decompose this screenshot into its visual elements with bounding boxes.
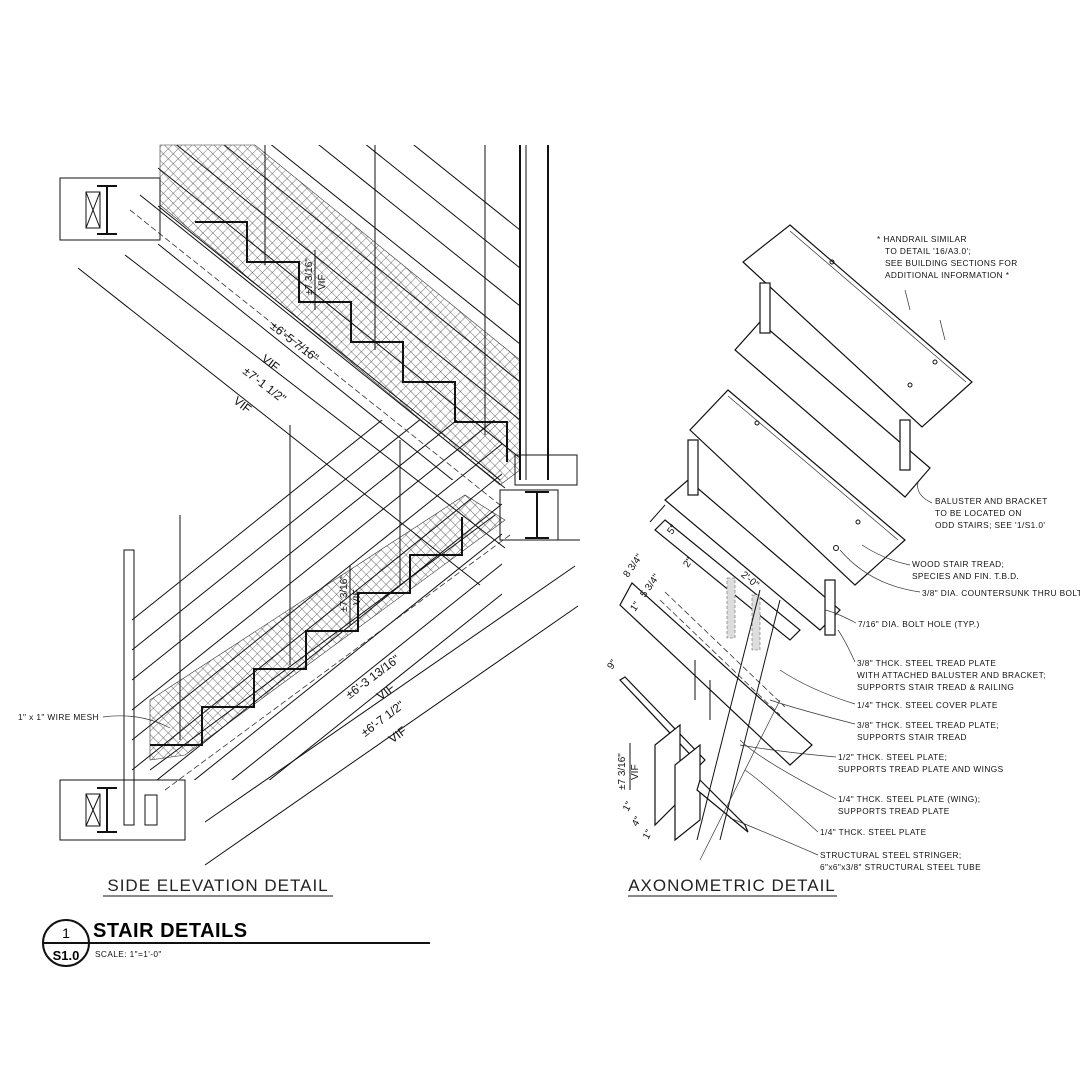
upper-dimension-2-vif: VIF xyxy=(231,394,254,416)
note-baluster: BALUSTER AND BRACKET TO BE LOCATED ON OD… xyxy=(935,496,1048,530)
handrail-cable xyxy=(132,443,502,741)
note-line: TO BE LOCATED ON xyxy=(935,508,1022,518)
handrail-cable xyxy=(413,145,520,231)
dim-1-bottom: 1" xyxy=(641,828,655,842)
note-line: 3/8" THCK. STEEL TREAD PLATE; xyxy=(857,720,999,730)
note-bolt: 3/8" DIA. COUNTERSUNK THRU BOLT (TYP.) xyxy=(922,588,1080,598)
note-line: 1/2" THCK. STEEL PLATE; xyxy=(838,752,947,762)
note-line: ODD STAIRS; SEE '1/S1.0' xyxy=(935,520,1045,530)
baluster-plate xyxy=(734,282,931,498)
handrail-cable xyxy=(223,145,520,383)
note-line: SUPPORTS STAIR TREAD & RAILING xyxy=(857,682,1014,692)
handrail-cable xyxy=(318,145,520,307)
note-line: SUPPORTS TREAD PLATE AND WINGS xyxy=(838,764,1004,774)
handrail-cable xyxy=(270,145,520,345)
detail-title-block: 1 S1.0 STAIR DETAILS SCALE: 1"=1'-0" xyxy=(42,919,430,967)
upper-riser-dimension: ±7 3/16" xyxy=(304,258,315,295)
steel-tread-plate xyxy=(619,519,813,766)
handrail-cable xyxy=(132,420,458,681)
steel-plate-wings xyxy=(619,660,749,842)
i-beam-section-lower-left xyxy=(59,779,186,841)
note-line: * HANDRAIL SIMILAR xyxy=(877,234,967,244)
note-line: WOOD STAIR TREAD; xyxy=(912,559,1004,569)
axonometric-title: AXONOMETRIC DETAIL xyxy=(628,876,836,895)
note-wing-plate: 1/4" THCK. STEEL PLATE (WING); SUPPORTS … xyxy=(838,794,981,816)
upper-balusters xyxy=(264,145,486,435)
note-line: SUPPORTS STAIR TREAD xyxy=(857,732,967,742)
handrail-cable xyxy=(156,503,502,780)
note-cover-plate: 1/4" THCK. STEEL COVER PLATE xyxy=(857,700,998,710)
lower-wire-mesh xyxy=(149,494,506,761)
lower-stair-treads xyxy=(150,517,463,746)
lower-balusters xyxy=(123,425,401,826)
note-line: SPECIES AND FIN. T.B.D. xyxy=(912,571,1019,581)
note-half-plate: 1/2" THCK. STEEL PLATE; SUPPORTS TREAD P… xyxy=(838,752,1004,774)
detail-title: STAIR DETAILS xyxy=(93,920,248,942)
handrail-cable xyxy=(132,420,496,711)
i-beam-section-upper-left xyxy=(59,177,161,241)
lower-riser-dimension: ±7 3/16" xyxy=(339,575,350,612)
upper-riser-vif: VIF xyxy=(317,274,328,290)
note-quarter-plate: 1/4" THCK. STEEL PLATE xyxy=(820,827,927,837)
upper-stair-treads xyxy=(195,221,508,462)
wire-mesh-label: 1" x 1" WIRE MESH xyxy=(18,712,99,722)
note-line: 6"x6"x3/8" STRUCTURAL STEEL TUBE xyxy=(820,862,981,872)
note-line: BALUSTER AND BRACKET xyxy=(935,496,1048,506)
upper-dimension-1-vif: VIF xyxy=(259,352,282,374)
handrail-cable xyxy=(132,420,383,621)
handrail-cable xyxy=(365,145,520,269)
lower-dimension-1-vif: VIF xyxy=(374,681,397,703)
scale-label: SCALE: 1"=1'-0" xyxy=(95,949,162,959)
handrail-cable xyxy=(132,473,502,771)
dim-1-mid: 1" xyxy=(621,800,635,814)
note-line: SUPPORTS TREAD PLATE xyxy=(838,806,950,816)
lower-dimension-2-vif: VIF xyxy=(386,724,409,746)
note-line: ADDITIONAL INFORMATION * xyxy=(885,270,1010,280)
dim-9: 9" xyxy=(605,658,619,672)
detail-number: 1 xyxy=(62,925,70,941)
side-elevation-detail: ±7 3/16" VIF ±7 3/16" VIF ±6'-5 7/16" VI… xyxy=(18,144,580,897)
handrail-board xyxy=(742,224,973,428)
note-handrail: * HANDRAIL SIMILAR TO DETAIL '16/A3.0'; … xyxy=(877,234,1018,280)
dim-riser: ±7 3/16" xyxy=(617,753,628,790)
steel-tread-plate-with-baluster xyxy=(664,439,841,636)
i-beam-section-right xyxy=(499,489,580,541)
note-stringer: STRUCTURAL STEEL STRINGER; 6"x6"x3/8" ST… xyxy=(820,850,981,872)
sheet-number: S1.0 xyxy=(53,948,80,963)
note-line: STRUCTURAL STEEL STRINGER; xyxy=(820,850,962,860)
steel-column xyxy=(514,145,578,486)
handrail-cable xyxy=(158,243,454,480)
upper-wire-mesh xyxy=(159,144,521,486)
note-line: 3/8" THCK. STEEL TREAD PLATE xyxy=(857,658,996,668)
note-tread-plate: 3/8" THCK. STEEL TREAD PLATE; SUPPORTS S… xyxy=(857,720,999,742)
note-line: WITH ATTACHED BALUSTER AND BRACKET; xyxy=(857,670,1046,680)
handrail-cable xyxy=(175,145,520,421)
dim-4: 4" xyxy=(630,815,644,829)
handrail-cable xyxy=(158,167,520,459)
note-bolt-hole: 7/16" DIA. BOLT HOLE (TYP.) xyxy=(858,619,980,629)
side-elevation-title: SIDE ELEVATION DETAIL xyxy=(107,876,328,895)
leader-lines xyxy=(699,481,933,861)
lower-riser-vif: VIF xyxy=(352,589,363,605)
handrail-cable xyxy=(193,533,502,780)
note-line: 1/4" THCK. STEEL PLATE (WING); xyxy=(838,794,981,804)
lower-newel-post xyxy=(123,549,135,826)
note-tread-plate-baluster: 3/8" THCK. STEEL TREAD PLATE WITH ATTACH… xyxy=(857,658,1046,692)
note-wood-tread: WOOD STAIR TREAD; SPECIES AND FIN. T.B.D… xyxy=(912,559,1019,581)
dim-8-3-4: 8 3/4" xyxy=(621,552,645,580)
handrail-cable xyxy=(268,593,502,780)
handrail-cable xyxy=(132,420,421,651)
handrail-cable xyxy=(231,563,502,780)
axonometric-detail: 5" 2'-0" 8 3/4" 2" 5 3/4" 1" 9" ±7 3/16"… xyxy=(605,224,1080,897)
note-line: SEE BUILDING SECTIONS FOR xyxy=(885,258,1018,268)
dim-riser-vif: VIF xyxy=(630,764,641,780)
note-line: TO DETAIL '16/A3.0'; xyxy=(885,246,971,256)
dim-5-3-4: 5 3/4" xyxy=(638,572,662,600)
wood-stair-tread xyxy=(689,389,906,586)
